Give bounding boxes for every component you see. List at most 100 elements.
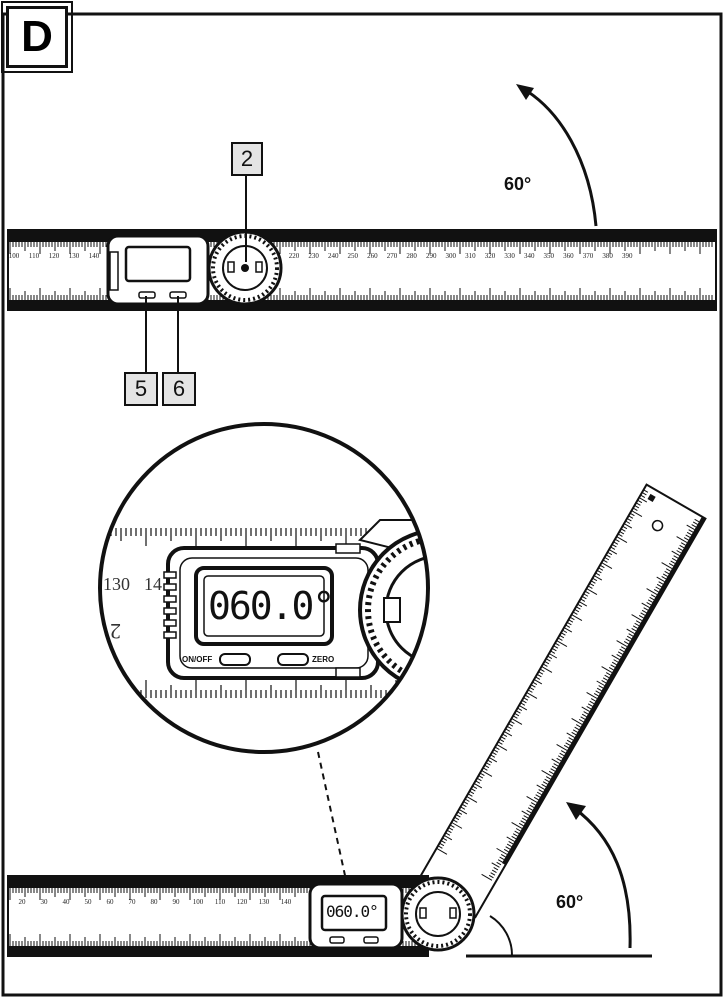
angled-ruler-tick	[532, 681, 538, 686]
top-ruler-number: 130	[69, 252, 80, 260]
angled-ruler-tick	[493, 867, 499, 871]
angled-ruler-tick	[671, 550, 680, 557]
angled-ruler-body	[415, 483, 707, 919]
angled-ruler-tick	[611, 543, 617, 548]
zoom-onoff-label: ON/OFF	[182, 655, 213, 664]
angled-ruler-tick	[617, 651, 623, 655]
angled-ruler-tick	[548, 653, 558, 659]
bottom-hinge	[400, 876, 476, 952]
angled-ruler-tick	[596, 687, 602, 692]
angled-ruler-tick	[455, 814, 461, 818]
angled-ruler-tick	[526, 809, 532, 814]
top-ruler-number: 140	[89, 252, 100, 260]
angled-ruler-tick	[623, 641, 629, 645]
angled-ruler-tick	[626, 635, 632, 640]
angled-ruler-tick	[572, 611, 578, 615]
angled-ruler-tick	[587, 703, 593, 707]
angled-ruler	[415, 483, 707, 919]
bottom-ruler-number: 80	[151, 898, 159, 906]
angled-ruler-tick	[533, 796, 539, 801]
angled-ruler-tick	[539, 668, 545, 673]
angled-ruler-tick	[683, 537, 689, 541]
angled-ruler-tick	[686, 524, 695, 531]
callout-5: 5	[124, 372, 158, 406]
top-ruler-bottom-band	[8, 300, 716, 310]
angled-ruler-tick	[491, 751, 497, 756]
angled-ruler-tick	[694, 518, 700, 523]
angled-ruler-tick	[556, 757, 562, 762]
angled-ruler-tick	[604, 556, 610, 561]
angled-ruler-tick	[511, 718, 523, 725]
angled-ruler-tick	[641, 609, 647, 614]
angled-ruler-tick	[592, 577, 598, 582]
angled-ruler-tick	[479, 772, 485, 776]
zoom-hinge-lock	[383, 597, 401, 623]
angled-ruler-tick	[556, 640, 568, 647]
angled-ruler-tick	[601, 679, 607, 684]
angled-ruler-tick	[605, 672, 611, 676]
angled-ruler-tick	[583, 711, 589, 715]
bottom-hinge-inner	[415, 891, 461, 937]
angled-ruler-tick	[500, 736, 506, 740]
top-ruler-number: 240	[328, 252, 339, 260]
angled-ruler-tick	[661, 576, 667, 580]
angled-ruler-tick	[595, 690, 601, 694]
angled-ruler-tick	[545, 658, 551, 662]
angled-ruler-tick	[488, 874, 494, 879]
angled-ruler-tick	[490, 872, 496, 876]
top-ruler-number: 390	[622, 252, 633, 260]
zoom-zero-label: ZERO	[312, 655, 335, 664]
angled-ruler-tick	[472, 785, 478, 789]
angled-ruler-tick	[458, 808, 468, 815]
angled-ruler-tick	[620, 646, 626, 650]
angled-ruler-tick	[590, 698, 596, 702]
angled-ruler-tick	[469, 790, 475, 795]
angled-ruler-tick	[641, 602, 650, 608]
angled-ruler-tick	[626, 517, 632, 522]
bottom-hinge-lock-left	[419, 907, 427, 919]
angled-ruler-tick	[521, 810, 530, 816]
angled-ruler-tick	[506, 725, 512, 730]
angled-ruler-tick	[578, 718, 584, 723]
top-ruler-number: 120	[49, 252, 60, 260]
angled-ruler-tick	[614, 538, 620, 543]
angled-ruler-tick	[646, 602, 652, 606]
bottom-ruler-number: 90	[173, 898, 181, 906]
angled-ruler-tick	[656, 576, 665, 583]
angled-ruler-tick	[442, 837, 448, 841]
angled-ruler-tick	[545, 776, 551, 780]
angled-ruler-tick	[530, 684, 536, 688]
angled-ruler-tick	[632, 625, 638, 629]
angled-ruler-tick	[637, 499, 643, 504]
angled-ruler-tick	[616, 640, 628, 647]
bottom-device	[308, 882, 404, 950]
angled-ruler-tick	[457, 811, 463, 815]
angled-ruler-tick	[658, 581, 664, 585]
bottom-ruler-number: 30	[41, 898, 49, 906]
angled-ruler-tick	[598, 685, 604, 689]
zoom-grip-left	[163, 571, 177, 639]
angled-ruler-tick	[640, 494, 646, 498]
angled-ruler-tick	[571, 718, 583, 725]
angled-ruler-tick	[451, 821, 463, 829]
angled-ruler-tick	[496, 861, 502, 866]
angled-ruler-tick	[541, 666, 553, 673]
angled-ruler-tick	[631, 510, 643, 518]
bottom-ruler-number: 140	[281, 898, 292, 906]
angled-ruler-tick	[512, 715, 518, 719]
angled-ruler-tick	[676, 550, 682, 554]
angled-ruler-tick	[620, 528, 626, 532]
zoom-hinge-teeth	[365, 535, 428, 685]
angled-ruler-tick	[691, 524, 697, 528]
angled-ruler-tick	[527, 689, 533, 693]
angled-ruler-tick	[536, 784, 545, 790]
angled-ruler-tick	[562, 629, 568, 634]
angled-ruler-tick	[440, 840, 446, 844]
angled-ruler-tick	[541, 770, 553, 777]
angled-ruler-tick	[557, 755, 563, 759]
zoom-ruler-number-2: 2	[110, 619, 121, 644]
angled-ruler-tick	[589, 582, 595, 587]
angled-ruler-tick	[514, 712, 520, 717]
angled-ruler-tick	[553, 763, 559, 767]
